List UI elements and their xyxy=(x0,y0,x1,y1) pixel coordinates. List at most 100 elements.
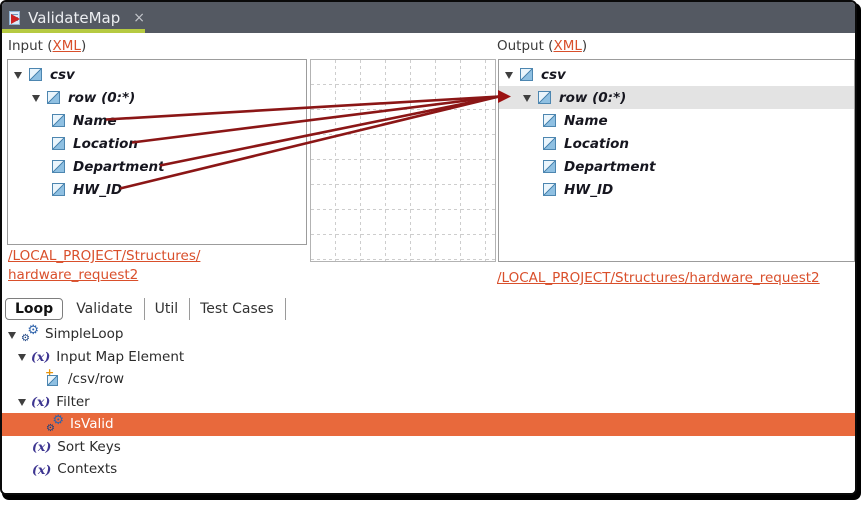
grid-pattern xyxy=(311,60,495,261)
input-structure-link[interactable]: /LOCAL_PROJECT/Structures/ hardware_requ… xyxy=(8,247,238,285)
loop-node-label: Sort Keys xyxy=(57,438,121,455)
tab-validatemap[interactable]: ValidateMap × xyxy=(2,2,145,33)
input-panel-header: Input (XML) xyxy=(8,38,86,54)
editor-tab-bar: ValidateMap × xyxy=(2,2,855,33)
xml-element-icon xyxy=(520,68,533,81)
tree-node-label: Name xyxy=(564,112,608,129)
tree-node-label: HW_ID xyxy=(73,181,123,198)
mapper-content: Input (XML) Output (XML) csv row (0:*) N… xyxy=(2,33,855,493)
xml-element-icon xyxy=(543,137,556,150)
app-window: ValidateMap × Input (XML) Output (XML) c… xyxy=(0,0,857,495)
input-node-hwid[interactable]: HW_ID xyxy=(8,178,306,201)
output-label-prefix: Output ( xyxy=(497,38,554,54)
loop-node-isvalid-selected[interactable]: ⚙⚙ IsValid xyxy=(2,413,855,436)
xml-element-icon xyxy=(47,91,60,104)
map-element-icon: + xyxy=(45,366,60,387)
mapping-canvas xyxy=(310,59,496,262)
gears-icon: ⚙⚙ xyxy=(21,323,39,345)
chevron-down-icon[interactable] xyxy=(505,72,513,79)
xml-element-icon xyxy=(543,160,556,173)
tree-node-label: row (0:*) xyxy=(559,89,627,106)
output-node-location[interactable]: Location xyxy=(499,132,854,155)
input-label-suffix: ) xyxy=(80,38,87,54)
loop-node-csv-row[interactable]: + /csv/row xyxy=(2,366,855,391)
xml-element-icon xyxy=(538,91,551,104)
output-label-suffix: ) xyxy=(581,38,588,54)
output-xml-link[interactable]: XML xyxy=(553,38,582,54)
loop-node-label: Contexts xyxy=(57,461,118,478)
tree-node-label: Location xyxy=(73,135,138,152)
chevron-down-icon[interactable] xyxy=(8,331,16,339)
loop-node-contexts[interactable]: (x) Contexts xyxy=(2,458,855,481)
xml-element-icon xyxy=(52,160,65,173)
output-tree-panel: csv row (0:*) Name Location Department xyxy=(498,59,855,262)
output-structure-link[interactable]: /LOCAL_PROJECT/Structures/hardware_reque… xyxy=(497,270,820,286)
xml-element-icon xyxy=(52,114,65,127)
mapping-line-name[interactable] xyxy=(105,95,500,121)
loop-node-simpleloop[interactable]: ⚙⚙ SimpleLoop xyxy=(2,323,855,346)
loop-node-filter[interactable]: (x) Filter xyxy=(2,391,855,414)
active-tab-underline xyxy=(2,29,145,33)
xml-element-icon xyxy=(543,183,556,196)
chevron-down-icon[interactable] xyxy=(18,399,26,407)
chevron-down-icon[interactable] xyxy=(14,72,22,79)
output-node-csv[interactable]: csv xyxy=(499,63,854,86)
input-label-prefix: Input ( xyxy=(8,38,53,54)
fx-icon: (x) xyxy=(31,349,51,365)
tab-test-cases[interactable]: Test Cases xyxy=(190,298,286,320)
tab-validate[interactable]: Validate xyxy=(66,298,145,320)
input-node-csv[interactable]: csv xyxy=(8,63,306,86)
input-structure-link-line1[interactable]: /LOCAL_PROJECT/Structures/ xyxy=(8,248,201,264)
mapping-line-location[interactable] xyxy=(131,95,500,144)
chevron-down-icon[interactable] xyxy=(18,354,26,362)
fx-icon: (x) xyxy=(32,461,52,477)
tree-node-label: Name xyxy=(73,112,117,129)
input-tree-panel: csv row (0:*) Name Location Department xyxy=(7,59,307,245)
mapping-line-hwid[interactable] xyxy=(119,95,500,190)
tree-node-label: row (0:*) xyxy=(68,89,136,106)
fx-icon: (x) xyxy=(31,394,51,410)
output-node-row-selected[interactable]: row (0:*) xyxy=(499,86,854,109)
loop-node-label: Input Map Element xyxy=(56,348,185,365)
input-structure-link-line2[interactable]: hardware_request2 xyxy=(8,267,139,283)
tree-node-label: Location xyxy=(564,135,629,152)
loop-node-label: IsValid xyxy=(70,416,114,433)
tree-node-label: Department xyxy=(73,158,165,175)
tree-node-label: csv xyxy=(541,66,566,83)
loop-node-label: Filter xyxy=(56,393,90,410)
loop-tree: ⚙⚙ SimpleLoop (x) Input Map Element + /c… xyxy=(2,323,855,481)
mapper-icon xyxy=(9,10,21,26)
mapping-arrowhead-icon xyxy=(498,90,511,103)
mapping-lines-overlay xyxy=(105,90,511,190)
xml-element-icon xyxy=(52,137,65,150)
input-xml-link[interactable]: XML xyxy=(52,38,81,54)
chevron-down-icon[interactable] xyxy=(523,95,531,102)
loop-node-input-map-element[interactable]: (x) Input Map Element xyxy=(2,346,855,369)
close-icon[interactable]: × xyxy=(133,9,145,26)
tree-node-label: csv xyxy=(50,66,75,83)
input-node-row[interactable]: row (0:*) xyxy=(8,86,306,109)
output-structure-link-text[interactable]: /LOCAL_PROJECT/Structures/hardware_reque… xyxy=(497,270,820,286)
output-node-hwid[interactable]: HW_ID xyxy=(499,178,854,201)
loop-node-label: SimpleLoop xyxy=(45,326,124,343)
xml-element-icon xyxy=(52,183,65,196)
loop-node-sort-keys[interactable]: (x) Sort Keys xyxy=(2,436,855,459)
input-node-department[interactable]: Department xyxy=(8,155,306,178)
input-node-name[interactable]: Name xyxy=(8,109,306,132)
gears-icon: ⚙⚙ xyxy=(46,413,64,435)
tab-util[interactable]: Util xyxy=(145,298,191,320)
xml-element-icon xyxy=(29,68,42,81)
input-node-location[interactable]: Location xyxy=(8,132,306,155)
tree-node-label: Department xyxy=(564,158,656,175)
chevron-down-icon[interactable] xyxy=(32,95,40,102)
bottom-tab-bar: Loop Validate Util Test Cases xyxy=(5,296,286,320)
xml-element-icon xyxy=(543,114,556,127)
output-node-department[interactable]: Department xyxy=(499,155,854,178)
fx-icon: (x) xyxy=(32,439,52,455)
loop-node-label: /csv/row xyxy=(68,371,125,388)
tree-node-label: HW_ID xyxy=(564,181,614,198)
output-node-name[interactable]: Name xyxy=(499,109,854,132)
tab-loop[interactable]: Loop xyxy=(5,298,64,320)
output-panel-header: Output (XML) xyxy=(497,38,587,54)
mapping-line-department[interactable] xyxy=(159,95,500,167)
